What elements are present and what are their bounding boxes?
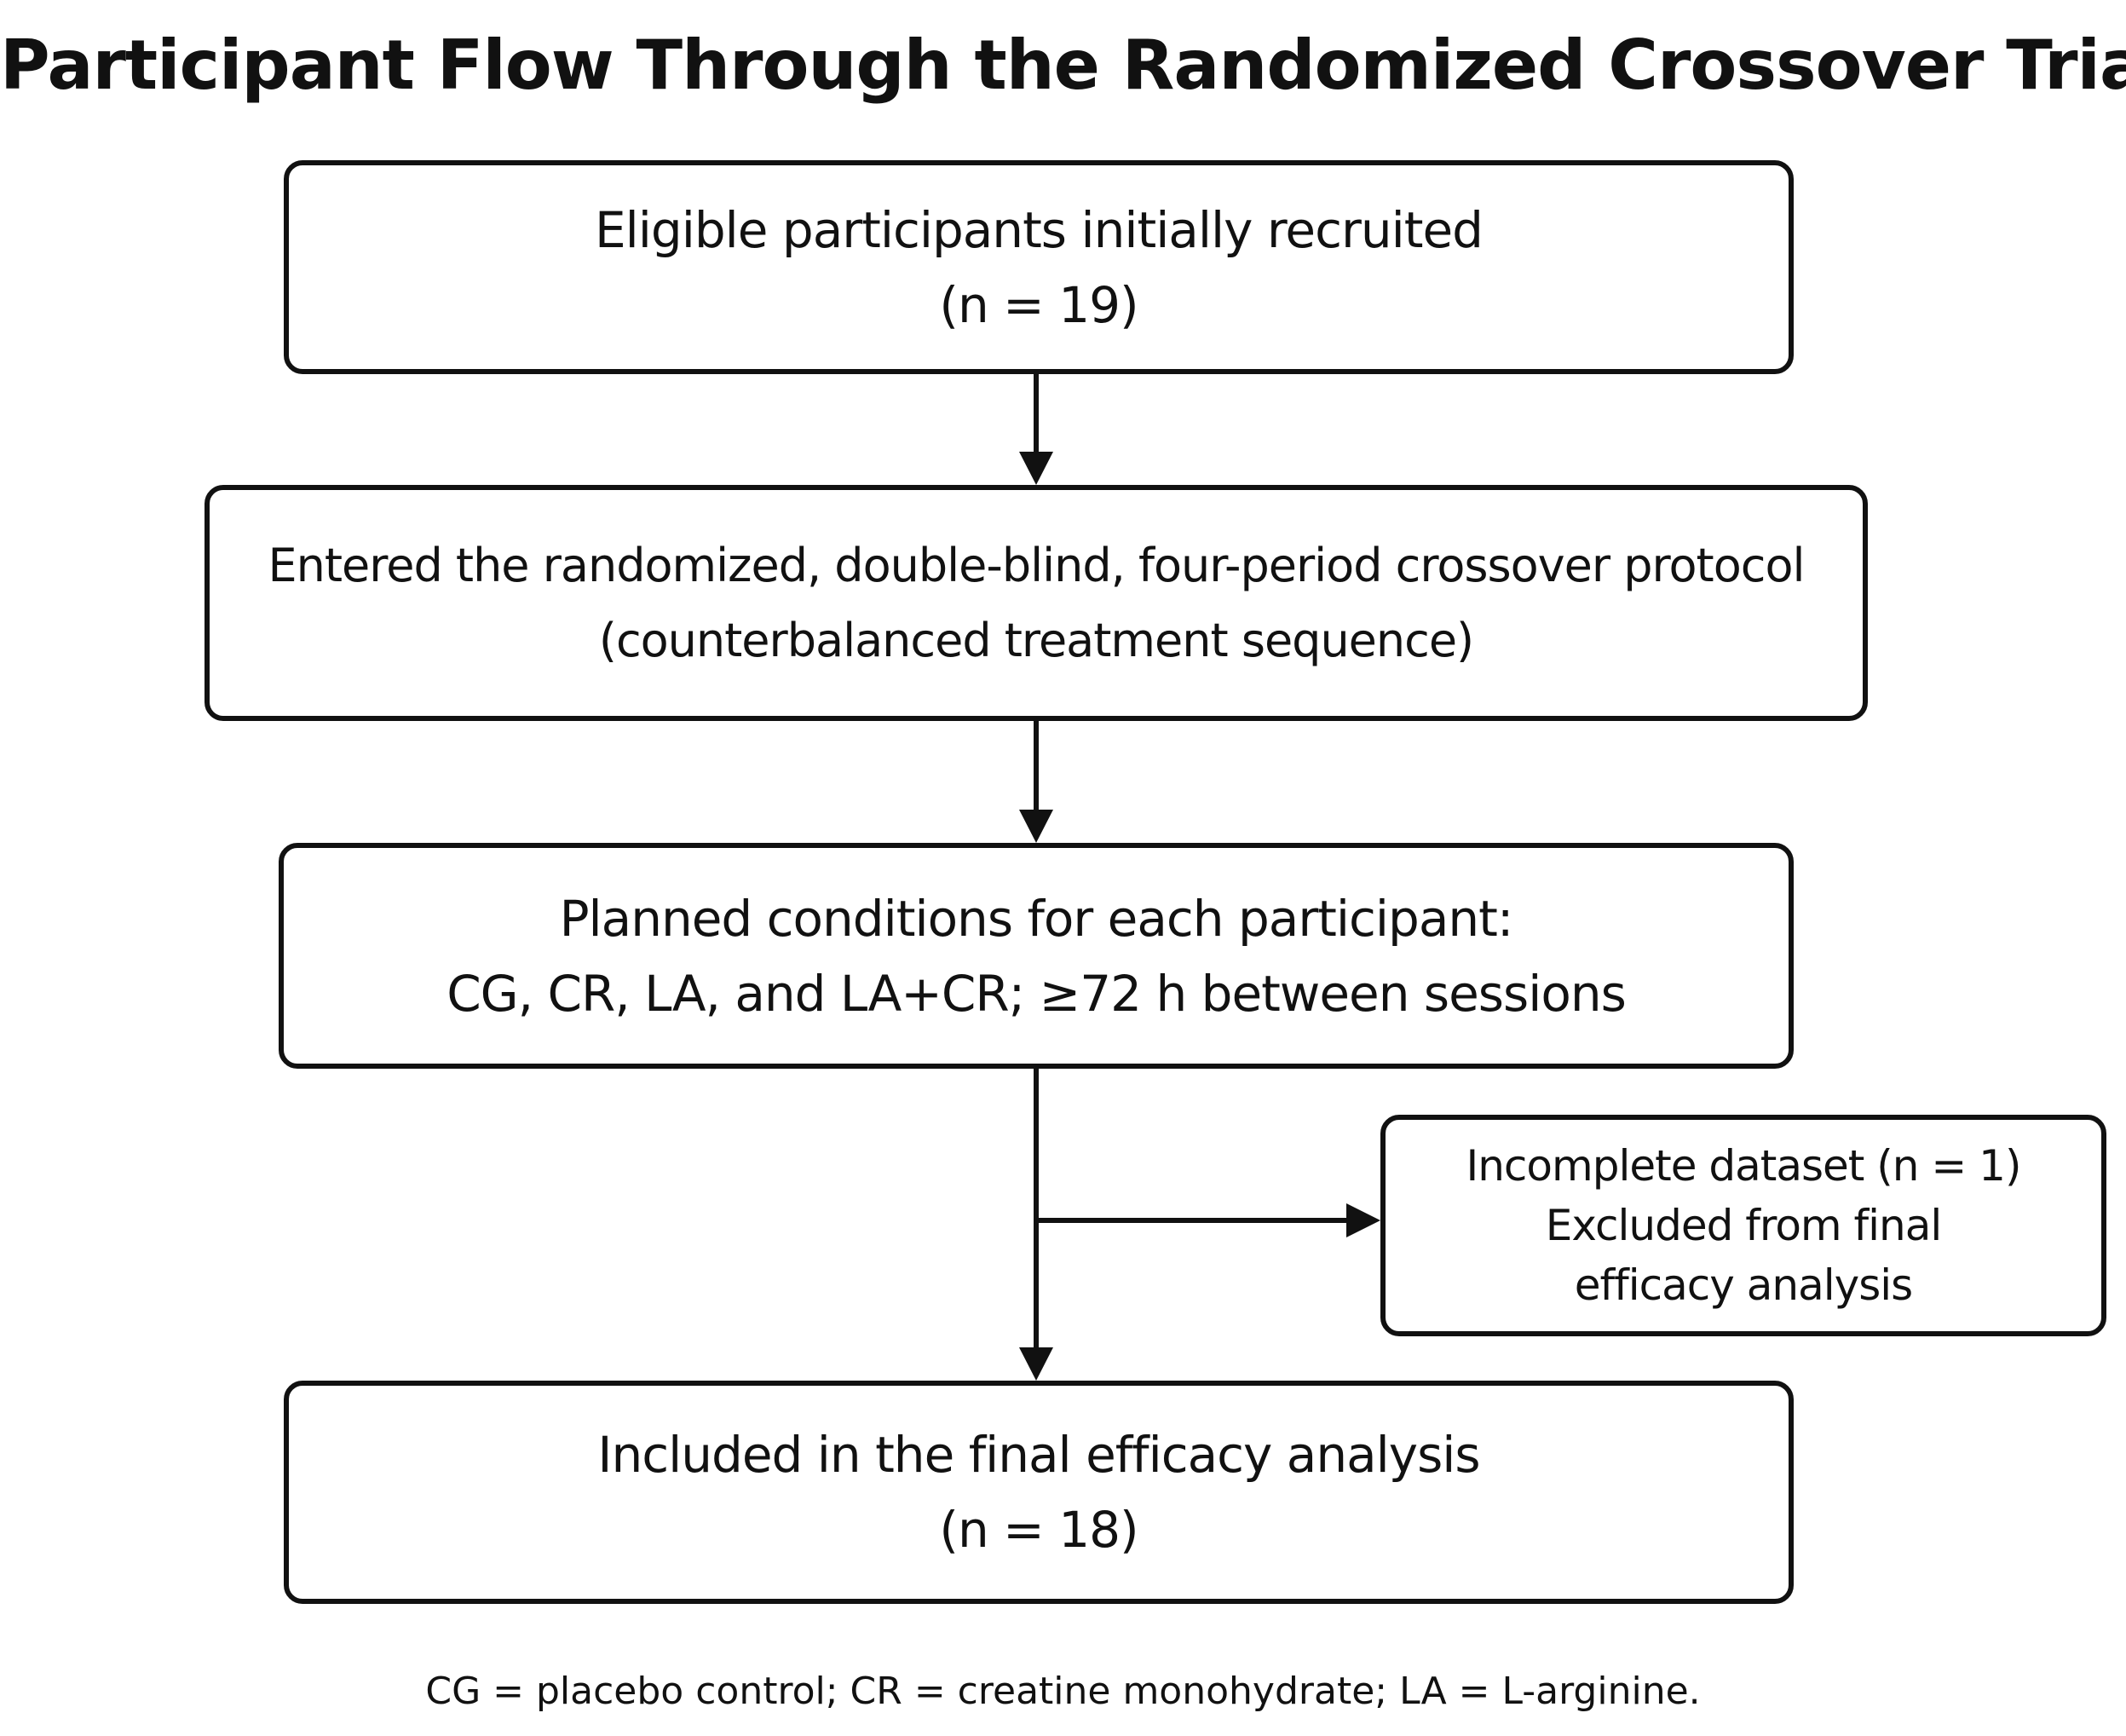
box-included-line-2: (n = 18) [939,1501,1138,1559]
box-planned-line-2: CG, CR, LA, and LA+CR; ≥72 h between ses… [447,964,1627,1023]
box-excluded-line-2: Excluded from final [1545,1201,1942,1250]
box-included-line-1: Included in the final efficacy analysis [597,1426,1480,1484]
box-recruited-line-1: Eligible participants initially recruite… [595,200,1484,259]
box-recruited-line-2: (n = 19) [939,275,1138,334]
box-planned-line-1: Planned conditions for each participant: [559,889,1514,948]
box-recruited: Eligible participants initially recruite… [284,160,1794,374]
box-excluded-line-3: efficacy analysis [1574,1260,1913,1310]
abbreviation-footnote: CG = placebo control; CR = creatine mono… [425,1670,1701,1713]
box-excluded: Incomplete dataset (n = 1) Excluded from… [1380,1115,2106,1336]
diagram-title: Participant Flow Through the Randomized … [0,26,2126,105]
box-excluded-line-1: Incomplete dataset (n = 1) [1466,1141,2021,1191]
box-planned: Planned conditions for each participant:… [279,843,1794,1069]
arrow-planned-to-included-head [1019,1347,1053,1381]
box-protocol-line-2: (counterbalanced treatment sequence) [598,613,1474,667]
arrow-recruited-to-protocol-head [1019,452,1053,485]
box-included: Included in the final efficacy analysis … [284,1381,1794,1604]
box-protocol: Entered the randomized, double-blind, fo… [205,485,1868,721]
arrow-protocol-to-planned-head [1019,810,1053,843]
arrow-branch-to-excluded-head [1346,1203,1380,1237]
box-protocol-line-1: Entered the randomized, double-blind, fo… [268,538,1805,592]
